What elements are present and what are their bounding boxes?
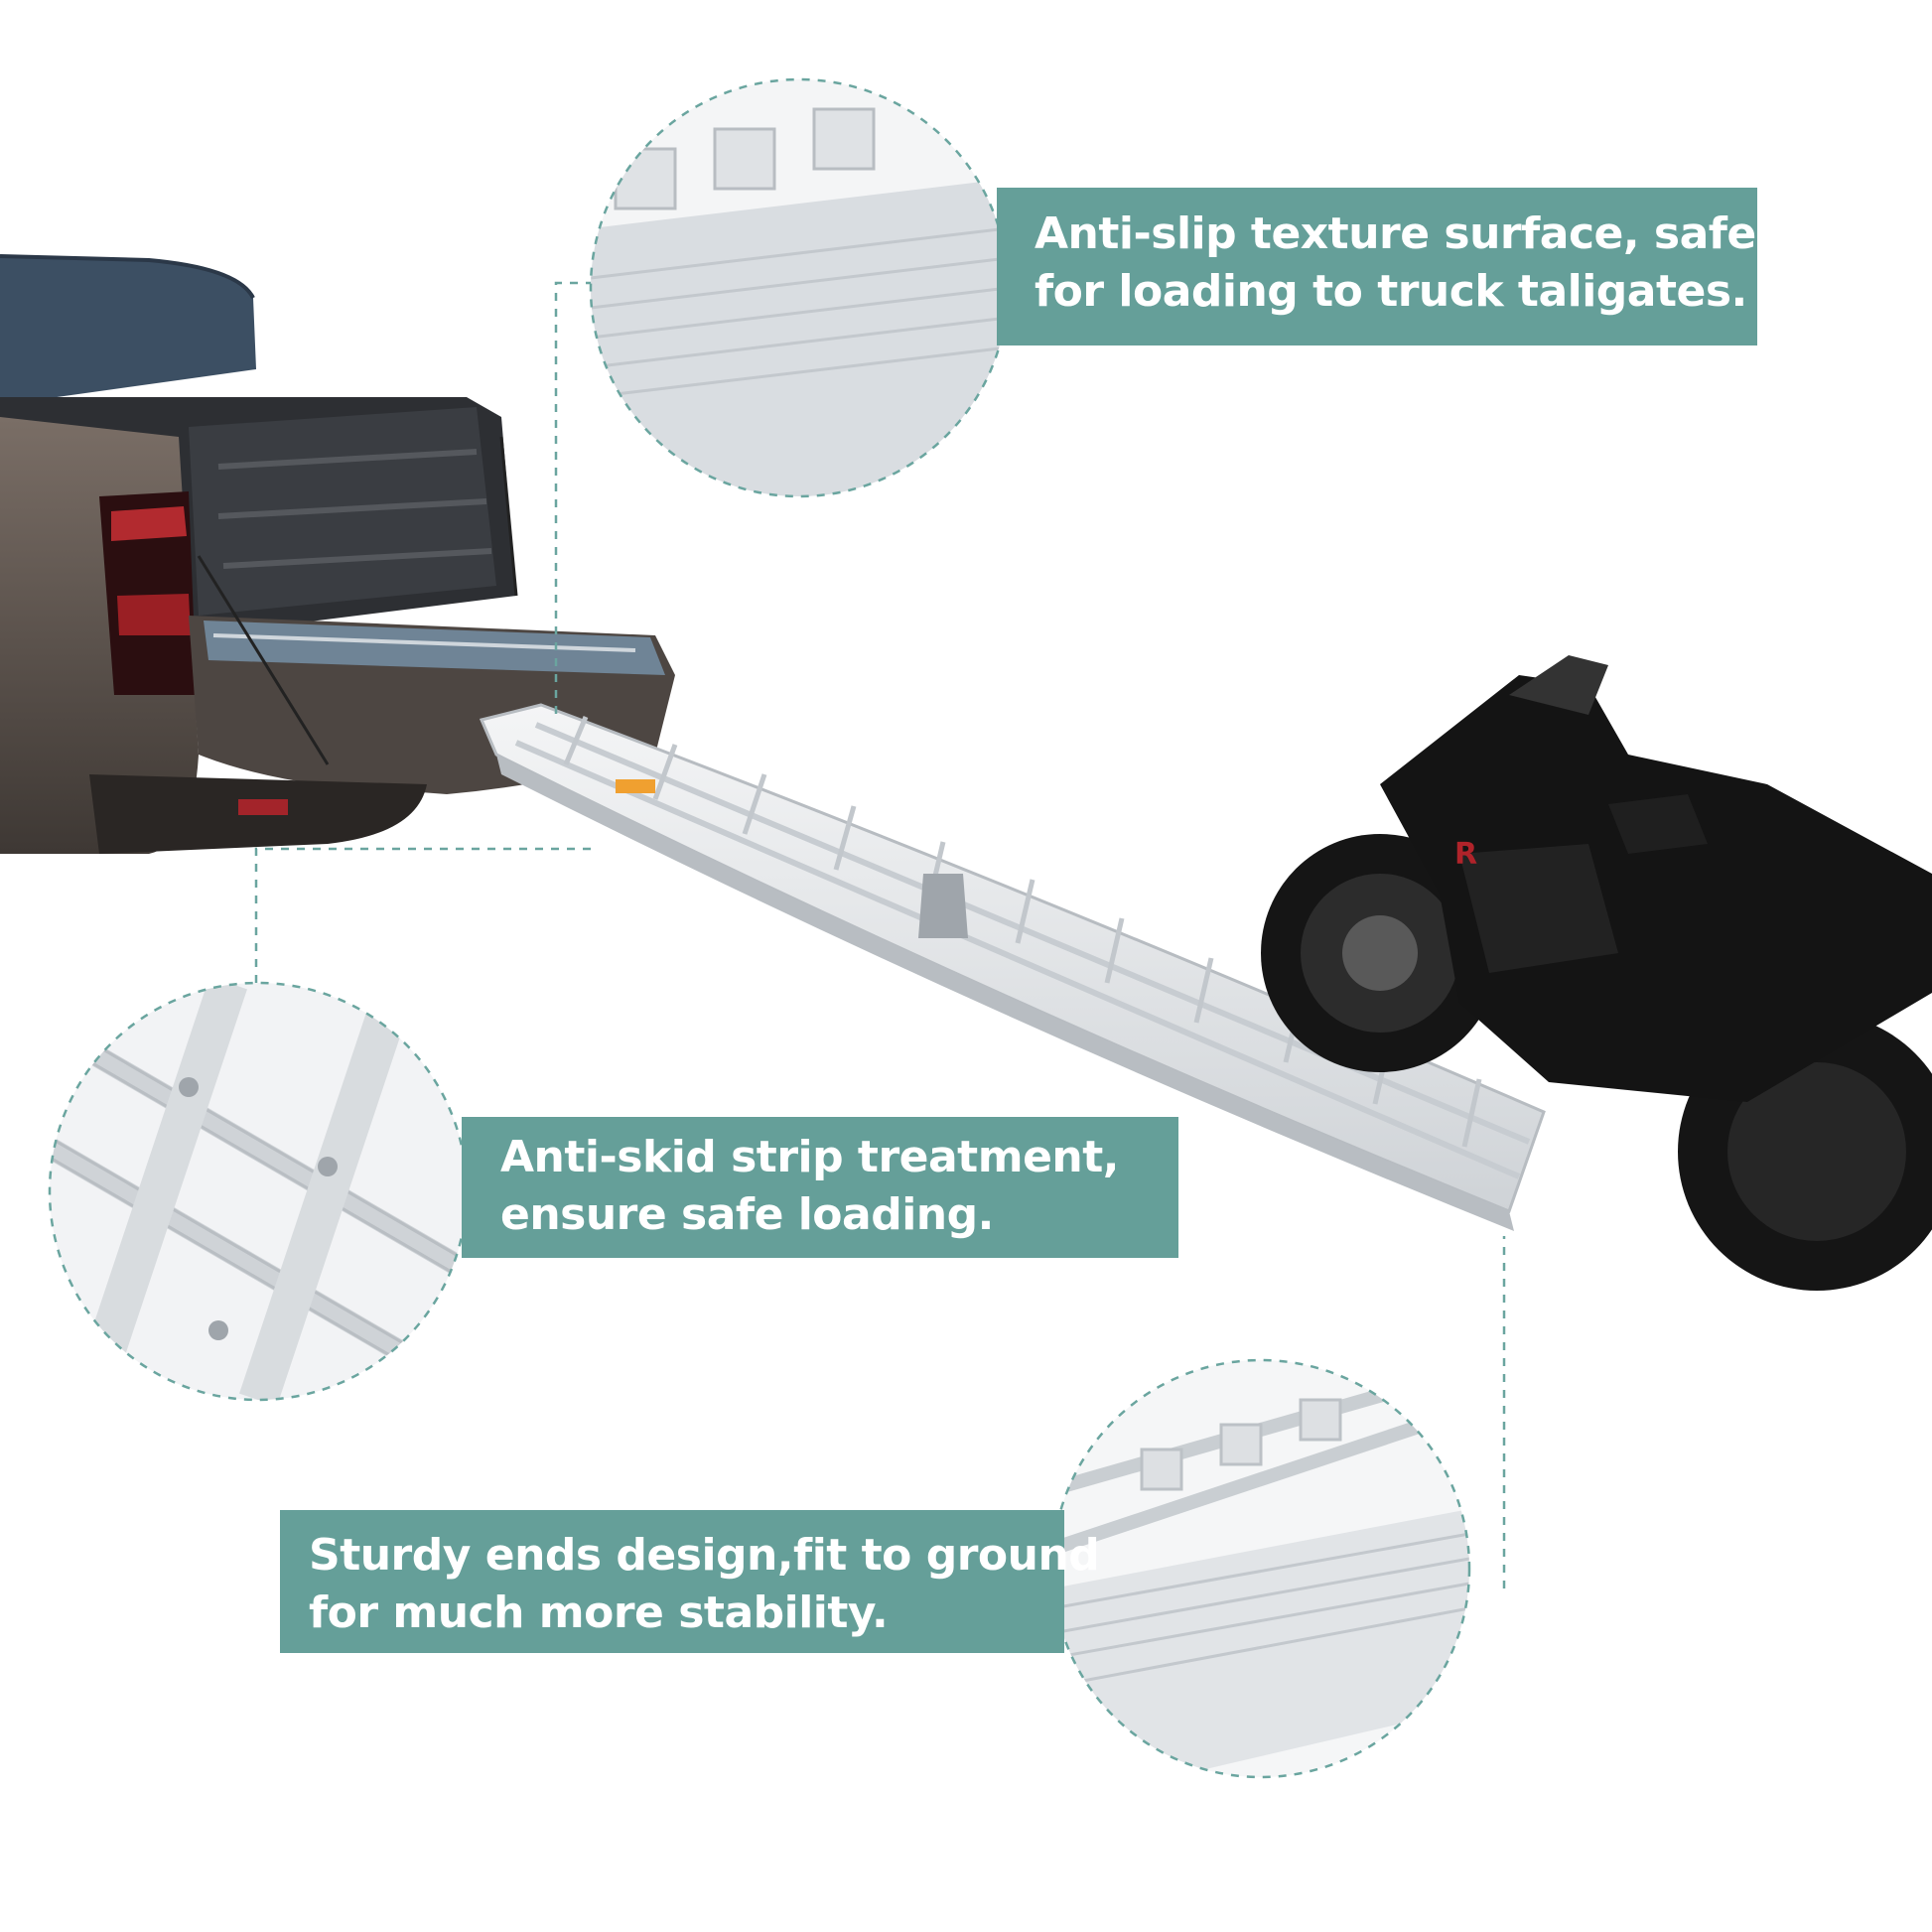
callout-anti-skid: Anti-skid strip treatment, ensure safe l… [462, 1117, 1178, 1258]
callout-anti-slip-line-2: for loading to truck taligates. [1035, 266, 1747, 317]
detail-circle-bottom [1050, 1358, 1471, 1779]
callout-sturdy-ends: Sturdy ends design,fit to ground for muc… [280, 1510, 1100, 1653]
motorcycle-illustration: R [1261, 655, 1932, 1291]
callout-sturdy-ends-line-1: Sturdy ends design,fit to ground [309, 1530, 1100, 1581]
svg-text:R: R [1454, 837, 1477, 872]
callout-anti-skid-line-2: ensure safe loading. [500, 1189, 994, 1240]
connector-lines [254, 281, 1506, 1588]
callout-sturdy-ends-line-2: for much more stability. [309, 1587, 889, 1638]
truck-illustration [0, 254, 675, 854]
callout-anti-slip: Anti-slip texture surface, safe for load… [997, 188, 1757, 345]
callout-anti-skid-line-1: Anti-skid strip treatment, [500, 1132, 1119, 1182]
detail-circle-middle [48, 981, 469, 1402]
callout-anti-slip-line-1: Anti-slip texture surface, safe [1035, 208, 1756, 259]
detail-circle-top [589, 77, 1010, 498]
